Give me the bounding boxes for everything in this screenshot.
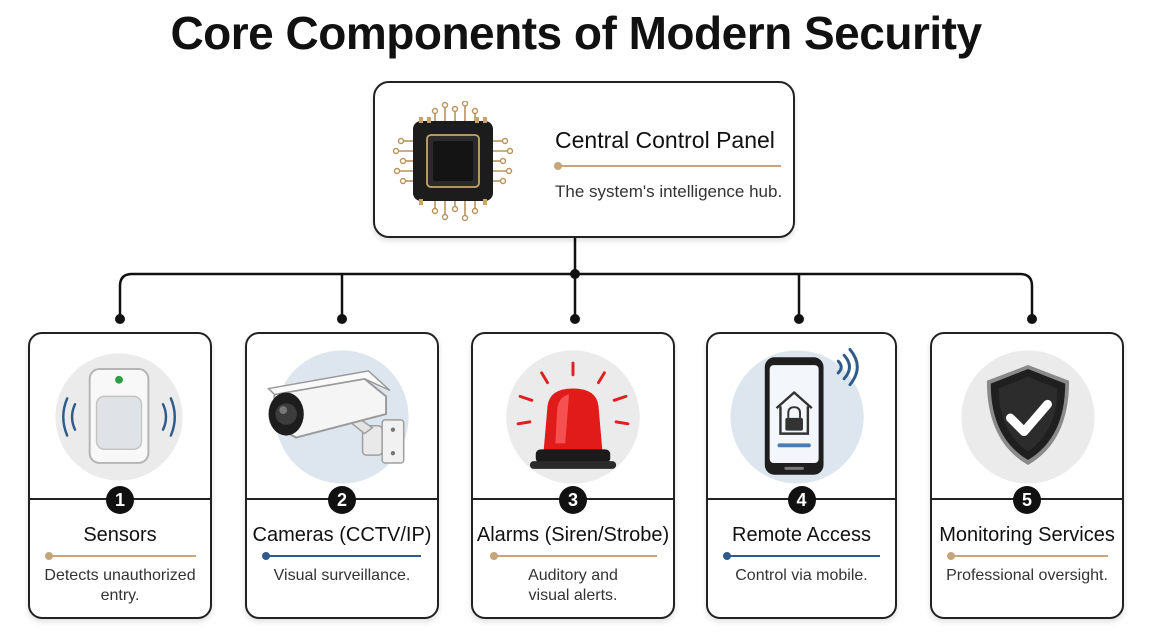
component-card-sensors: 1 Sensors Detects unauthorized entry. — [28, 332, 212, 619]
component-title: Remote Access — [732, 524, 871, 546]
processor-chip-icon — [393, 101, 513, 221]
siren-icon — [506, 350, 640, 484]
motion-sensor-icon — [55, 353, 183, 481]
security-camera-icon — [267, 350, 409, 484]
component-card-monitoring-services: 5 Monitoring Services Professional overs… — [930, 332, 1124, 619]
component-title: Monitoring Services — [939, 524, 1115, 546]
shield-check-icon — [961, 350, 1095, 484]
accent-line — [48, 555, 196, 557]
step-badge: 4 — [787, 486, 816, 514]
accent-line — [265, 555, 421, 557]
accent-line — [726, 555, 880, 557]
component-card-remote-access: 4 Remote Access Control via mobile. — [706, 332, 897, 619]
step-badge: 2 — [328, 486, 356, 514]
component-description: Visual surveillance. — [273, 567, 411, 584]
component-description: Control via mobile. — [735, 567, 868, 584]
accent-line — [950, 555, 1108, 557]
component-description: Auditory and visual alerts. — [528, 567, 618, 604]
central-title: Central Control Panel — [555, 127, 775, 153]
component-description: Professional oversight. — [946, 567, 1108, 584]
smartphone-lock-icon — [730, 347, 864, 484]
step-badge: 1 — [106, 486, 134, 514]
step-badge: 3 — [559, 486, 587, 514]
component-title: Sensors — [83, 524, 157, 546]
central-accent-line — [557, 165, 781, 167]
accent-line — [493, 555, 657, 557]
component-card-cameras: 2 Cameras (CCTV/IP) Visual surveillance. — [245, 332, 439, 619]
component-card-alarms: 3 Alarms (Siren/Strobe) Auditory and vis… — [471, 332, 675, 619]
component-title: Cameras (CCTV/IP) — [252, 524, 432, 546]
component-description: Detects unauthorized entry. — [44, 567, 196, 604]
step-badge: 5 — [1013, 486, 1041, 514]
central-control-panel-box: Central Control Panel The system's intel… — [373, 81, 795, 238]
central-description: The system's intelligence hub. — [555, 182, 783, 201]
page-title: Core Components of Modern Security — [170, 7, 982, 59]
component-title: Alarms (Siren/Strobe) — [476, 524, 670, 546]
